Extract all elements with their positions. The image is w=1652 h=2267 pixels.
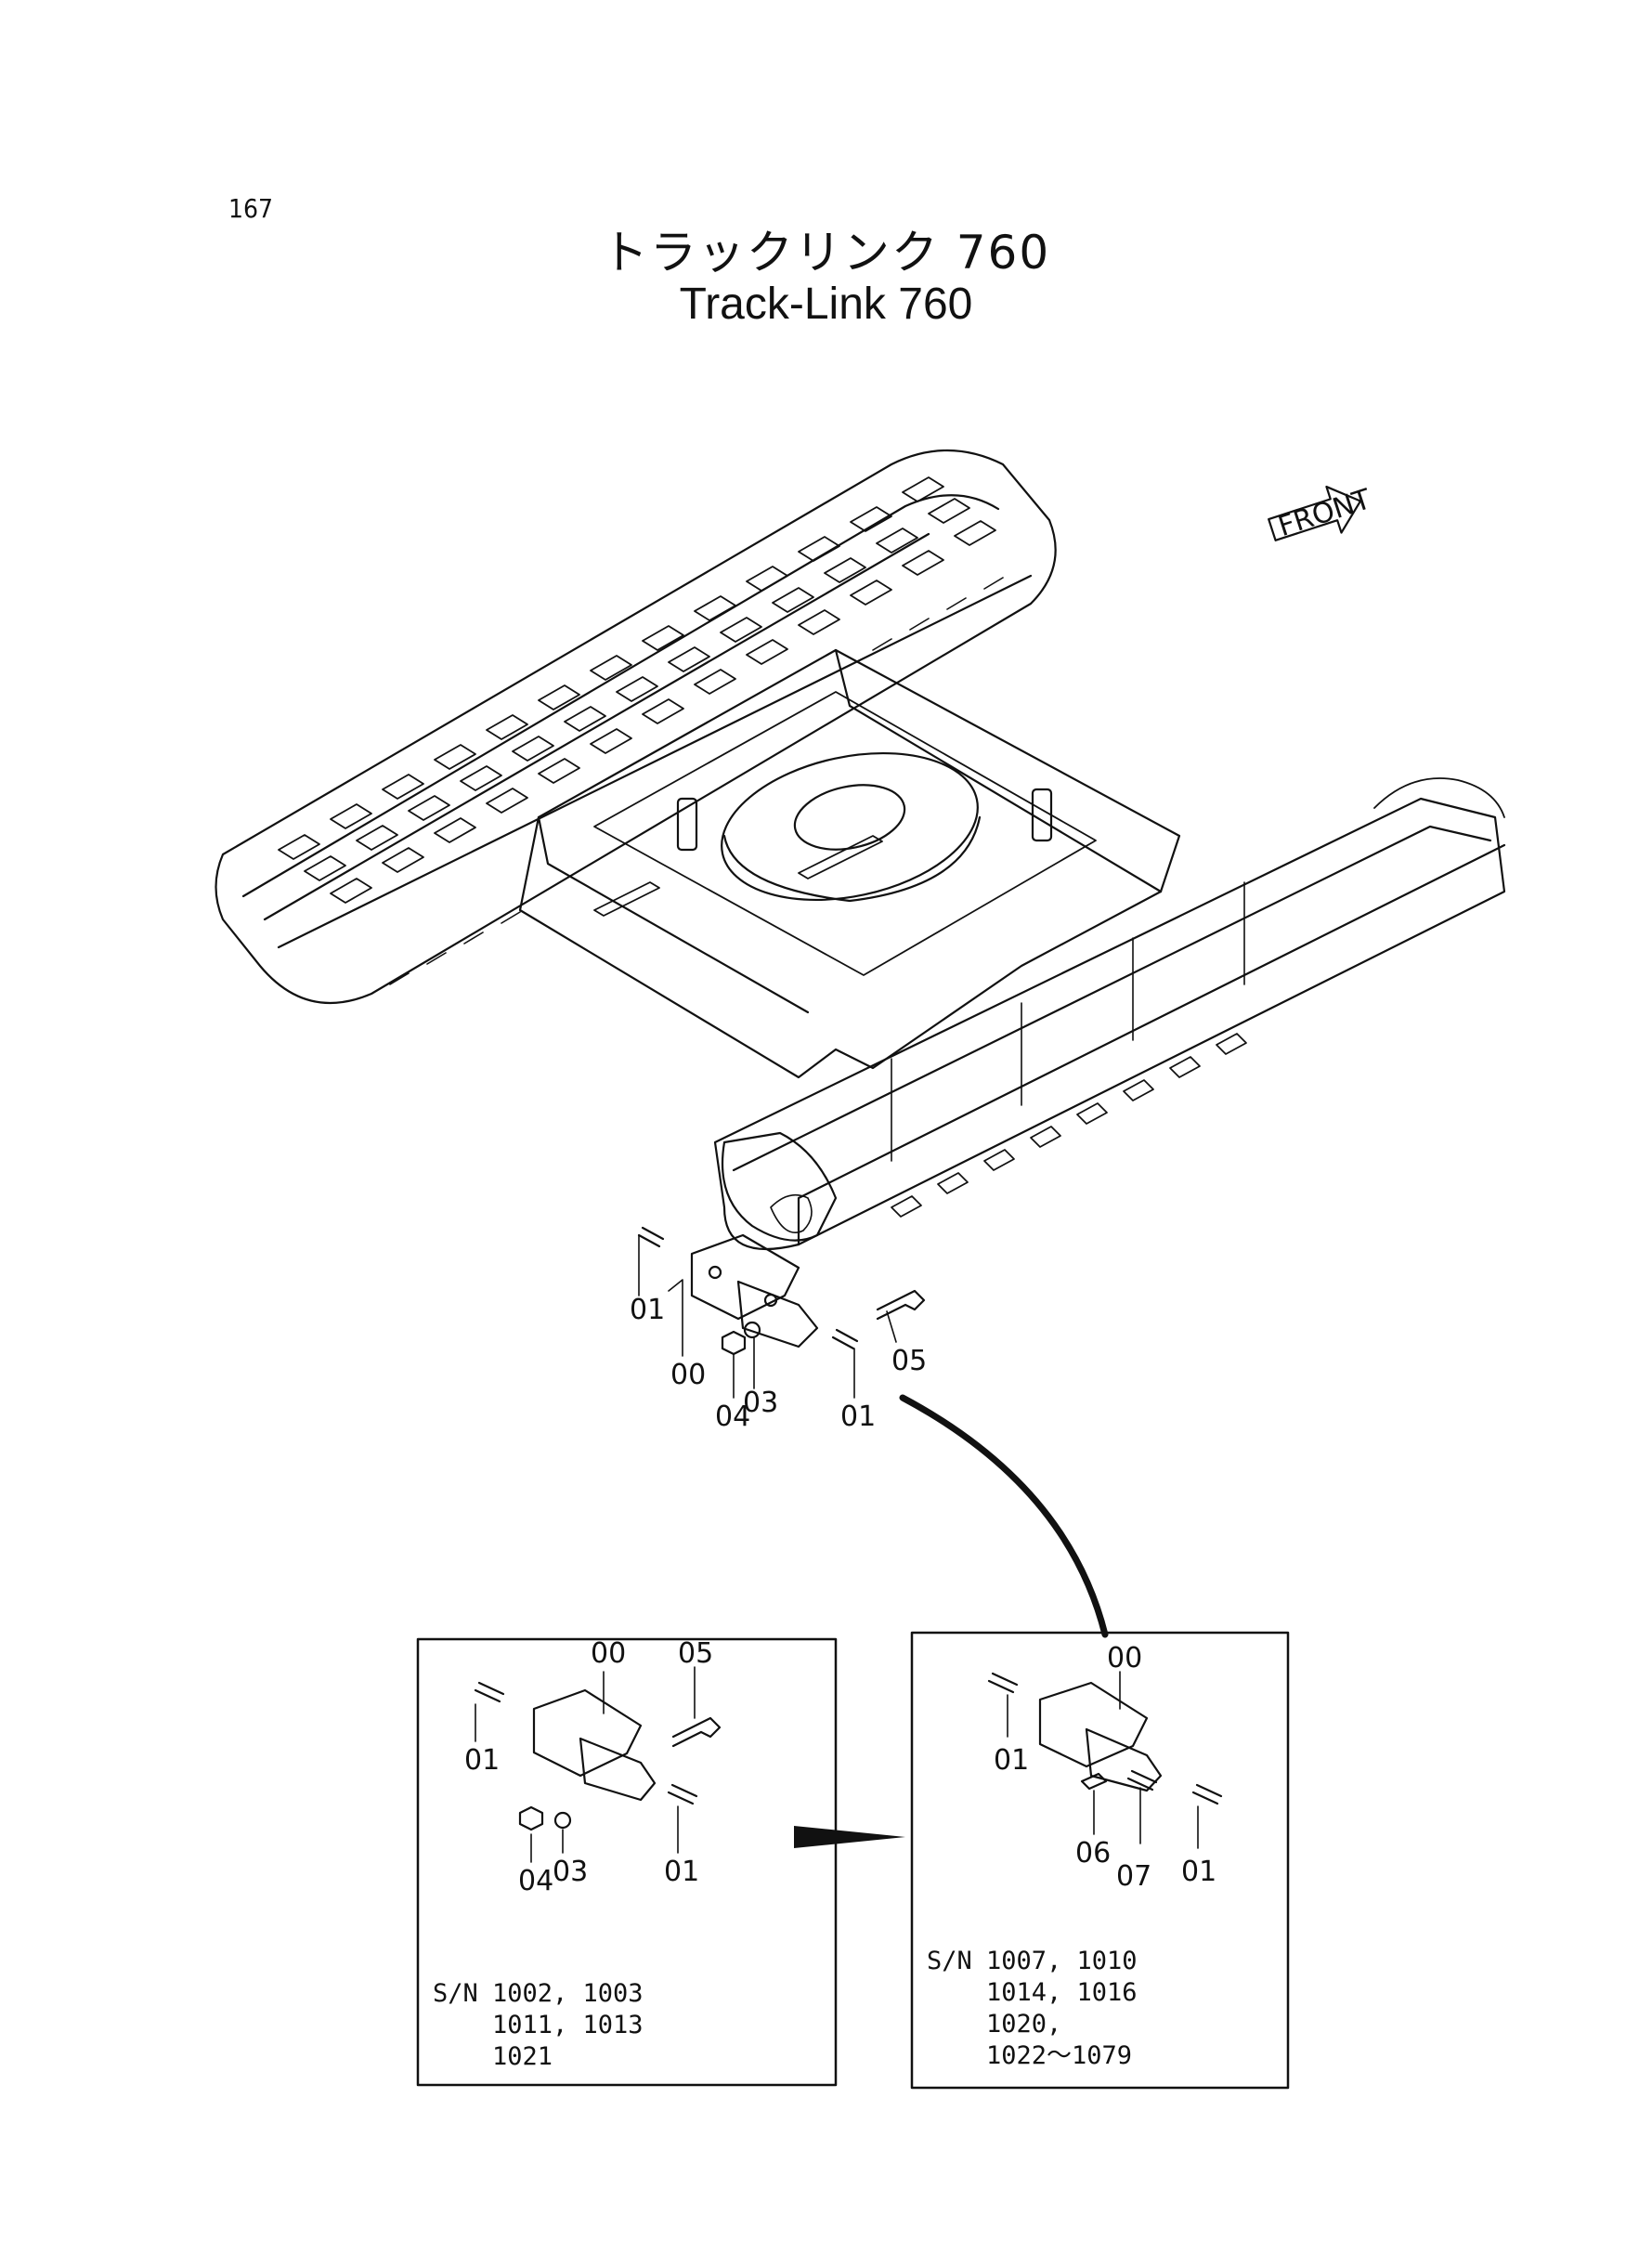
right-callout-07: 07	[1116, 1860, 1151, 1893]
right-callout-00: 00	[1107, 1642, 1142, 1674]
left-callout-01: 01	[664, 1856, 699, 1888]
undercarriage-illustration	[215, 449, 1506, 1251]
left-sn-line-3: 1021	[492, 2042, 553, 2071]
left-callout-00: 00	[591, 1637, 626, 1670]
left-sn-line-1: 1002, 1003	[492, 1979, 644, 2008]
title-english: Track-Link 760	[679, 280, 973, 329]
callout-01: 01	[840, 1401, 876, 1433]
callout-01: 01	[630, 1294, 665, 1326]
box-transition-arrow	[794, 1826, 905, 1848]
callout-05: 05	[891, 1345, 927, 1377]
left-callout-03: 03	[553, 1856, 588, 1888]
right-callout-01: 01	[994, 1744, 1029, 1777]
front-direction-icon: FRONT	[1268, 483, 1375, 543]
front-label: FRONT	[1274, 483, 1375, 543]
right-sn-line-1: 1007, 1010	[986, 1947, 1138, 1975]
left-track	[215, 449, 1057, 1005]
right-callout-06: 06	[1075, 1837, 1111, 1870]
right-variant-box	[910, 1631, 1290, 2090]
left-variant-box	[416, 1637, 838, 2087]
right-callout-01: 01	[1181, 1856, 1216, 1888]
curved-arrow	[899, 1394, 1109, 1638]
main-link-explode	[637, 1226, 926, 1399]
right-sn-line-3: 1020,	[986, 2010, 1061, 2039]
left-sn-line-2: 1011, 1013	[492, 2011, 644, 2039]
right-sn-line-2: 1014, 1016	[986, 1978, 1138, 2007]
left-callout-05: 05	[678, 1637, 713, 1670]
right-sn-line-4: 1022～1079	[986, 2041, 1132, 2070]
center-frame	[518, 648, 1181, 1079]
title-japanese: トラックリンク 760	[601, 226, 1051, 280]
left-callout-01: 01	[464, 1744, 500, 1777]
page-number: 167	[228, 193, 274, 224]
left-sn-prefix: S/N	[433, 1979, 478, 2008]
right-track-frame	[713, 777, 1506, 1251]
callout-04: 04	[715, 1401, 750, 1433]
left-callout-04: 04	[518, 1865, 553, 1897]
right-sn-prefix: S/N	[927, 1947, 972, 1975]
callout-03: 03	[743, 1387, 778, 1419]
callout-00: 00	[670, 1359, 706, 1391]
